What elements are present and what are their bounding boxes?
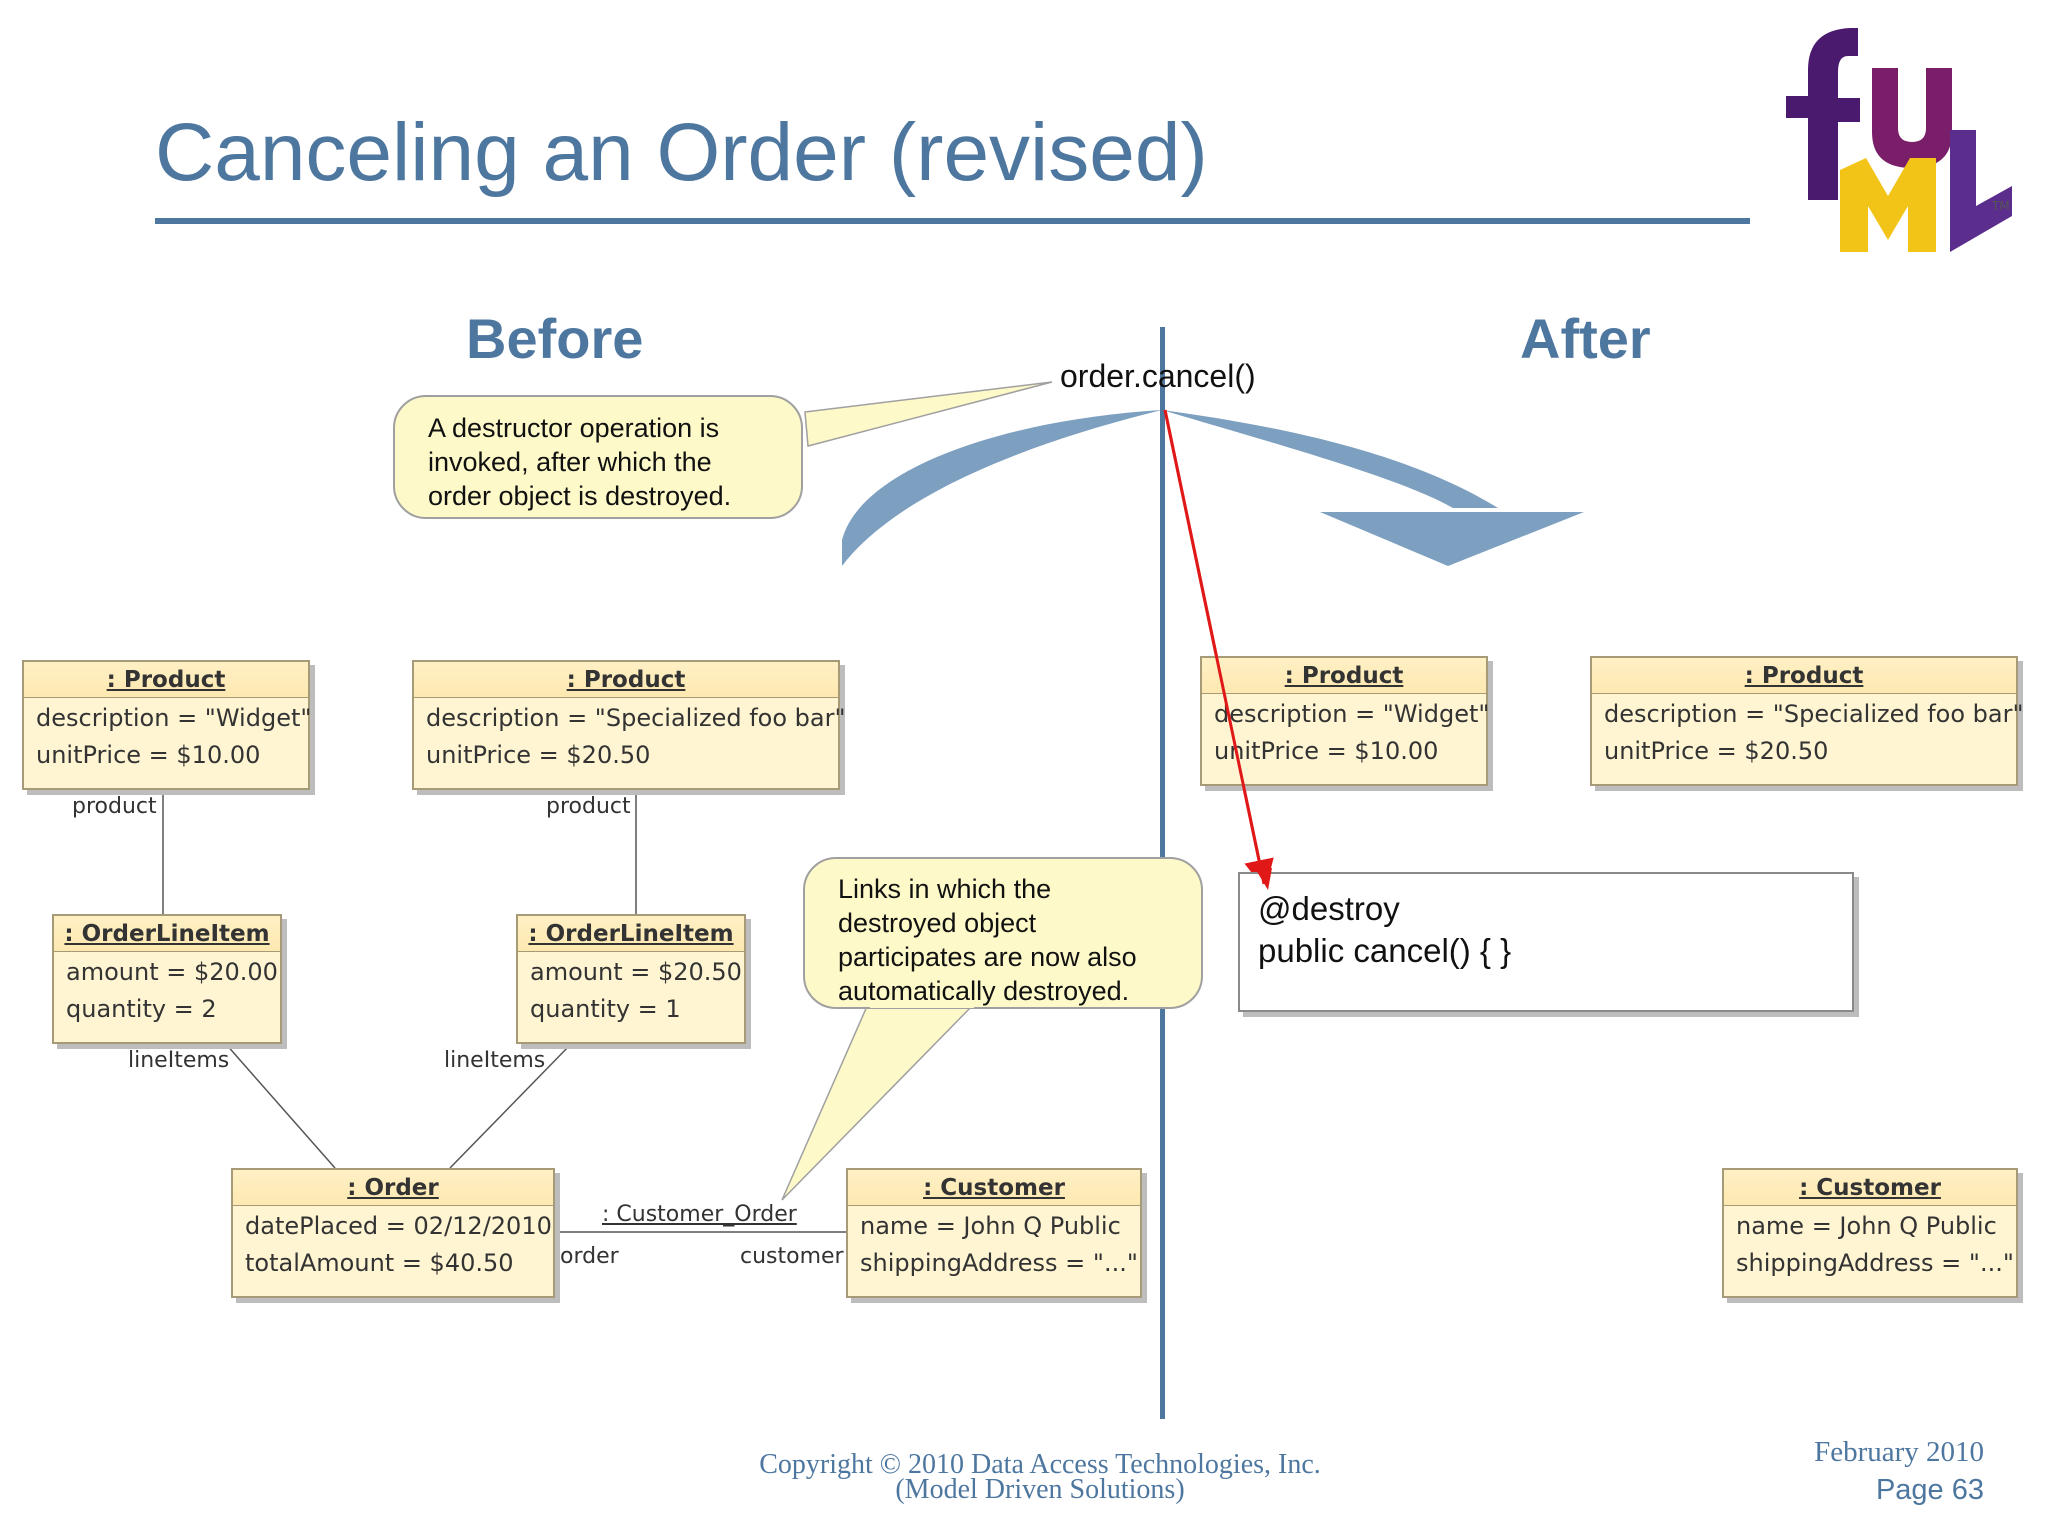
copyright-line: (Model Driven Solutions)	[895, 1474, 1185, 1505]
before-product-widget[interactable]: : Product description = "Widget" unitPri…	[22, 660, 312, 790]
object-attribute: unitPrice = $20.50	[426, 741, 651, 769]
link-role-product-2: product	[546, 794, 631, 819]
transition-arrow-head	[1320, 512, 1584, 566]
call-arrow	[1163, 409, 1274, 890]
object-attribute: unitPrice = $10.00	[1214, 737, 1439, 765]
links-callout-line: destroyed object	[838, 908, 1037, 938]
code-line: @destroy	[1258, 890, 1400, 927]
object-attribute: datePlaced = 02/12/2010	[245, 1212, 552, 1240]
after-customer[interactable]: : Customer name = John Q Public shipping…	[1722, 1168, 2018, 1298]
logo-letter-m	[1840, 158, 1936, 252]
link-lineitem2-order	[449, 1042, 573, 1169]
destructor-callout-pointer	[804, 381, 1053, 447]
object-header: : Product	[24, 662, 308, 698]
logo-letter-u	[1872, 68, 1952, 168]
before-heading: Before	[466, 307, 644, 370]
link-role-lineitems-2: lineItems	[444, 1048, 546, 1073]
object-header: : Product	[1202, 658, 1486, 694]
object-attribute: quantity = 2	[66, 995, 217, 1023]
copyright-line: Copyright © 2010 Data Access Technologie…	[759, 1449, 1321, 1480]
transition-arrow-left	[842, 410, 1162, 566]
object-attribute: description = "Widget"	[36, 704, 312, 732]
operation-call-label: order.cancel()	[1060, 358, 1256, 394]
destructor-callout-line: A destructor operation is	[428, 413, 720, 443]
before-orderlineitem-2[interactable]: : OrderLineItem amount = $20.50 quantity…	[516, 914, 746, 1044]
logo-letter-l	[1950, 130, 2012, 252]
object-attribute: name = John Q Public	[1736, 1212, 1997, 1240]
object-attribute: description = "Specialized foo bar"	[426, 704, 846, 732]
copyright: Copyright © 2010 Data Access Technologie…	[700, 1449, 1380, 1505]
before-order[interactable]: : Order datePlaced = 02/12/2010 totalAmo…	[231, 1168, 555, 1298]
object-header: : Product	[414, 662, 838, 698]
object-attribute: quantity = 1	[530, 995, 681, 1023]
object-header: : Customer	[1724, 1170, 2016, 1206]
logo-trademark: TM	[1991, 199, 2010, 213]
object-header: : Order	[233, 1170, 553, 1206]
after-product-widget[interactable]: : Product description = "Widget" unitPri…	[1200, 656, 1490, 786]
object-attribute: description = "Widget"	[1214, 700, 1490, 728]
page-number: Page 63	[1875, 1474, 1984, 1506]
object-header: : Product	[1592, 658, 2016, 694]
object-attribute: unitPrice = $10.00	[36, 741, 261, 769]
object-attribute: totalAmount = $40.50	[245, 1249, 514, 1277]
object-attribute: amount = $20.00	[66, 958, 278, 986]
object-header: : OrderLineItem	[518, 916, 744, 952]
links-callout	[803, 857, 1203, 1009]
slide-title: Canceling an Order (revised)	[155, 107, 1208, 198]
before-orderlineitem-1[interactable]: : OrderLineItem amount = $20.00 quantity…	[52, 914, 282, 1044]
links-callout-line: Links in which the	[838, 874, 1052, 904]
destructor-callout-line: invoked, after which the	[428, 447, 712, 477]
link-role-order: order	[560, 1244, 619, 1269]
link-role-customer: customer	[740, 1244, 844, 1269]
object-attribute: shippingAddress = "..."	[1736, 1249, 2014, 1277]
links-callout-line: participates are now also	[838, 942, 1137, 972]
destructor-callout	[393, 395, 803, 519]
object-attribute: amount = $20.50	[530, 958, 742, 986]
before-product-foobar[interactable]: : Product description = "Specialized foo…	[412, 660, 846, 790]
object-header: : Customer	[848, 1170, 1140, 1206]
footer-date: February 2010	[1814, 1436, 1984, 1468]
destructor-callout-text: A destructor operation is invoked, after…	[428, 411, 731, 513]
after-heading: After	[1520, 307, 1651, 370]
destructor-callout-line: order object is destroyed.	[428, 481, 732, 511]
code-line: public cancel() { }	[1258, 932, 1512, 969]
links-callout-join	[870, 1000, 974, 1008]
title-rule	[155, 218, 1750, 224]
before-customer[interactable]: : Customer name = John Q Public shipping…	[846, 1168, 1142, 1298]
link-role-product-1: product	[72, 794, 157, 819]
links-callout-text: Links in which the destroyed object part…	[838, 872, 1137, 1008]
code-box: @destroy public cancel() { }	[1238, 872, 1854, 1012]
link-role-lineitems-1: lineItems	[128, 1048, 230, 1073]
object-attribute: name = John Q Public	[860, 1212, 1121, 1240]
link-lineitem1-order	[224, 1042, 336, 1169]
transition-arrow-right	[1162, 410, 1498, 508]
after-product-foobar[interactable]: : Product description = "Specialized foo…	[1590, 656, 2024, 786]
fuml-logo: TM	[1786, 28, 2012, 252]
object-attribute: unitPrice = $20.50	[1604, 737, 1829, 765]
object-attribute: shippingAddress = "..."	[860, 1249, 1138, 1277]
link-association-name: : Customer_Order	[602, 1202, 797, 1227]
object-attribute: description = "Specialized foo bar"	[1604, 700, 2024, 728]
logo-letter-f-bar	[1786, 96, 1838, 118]
object-header: : OrderLineItem	[54, 916, 280, 952]
